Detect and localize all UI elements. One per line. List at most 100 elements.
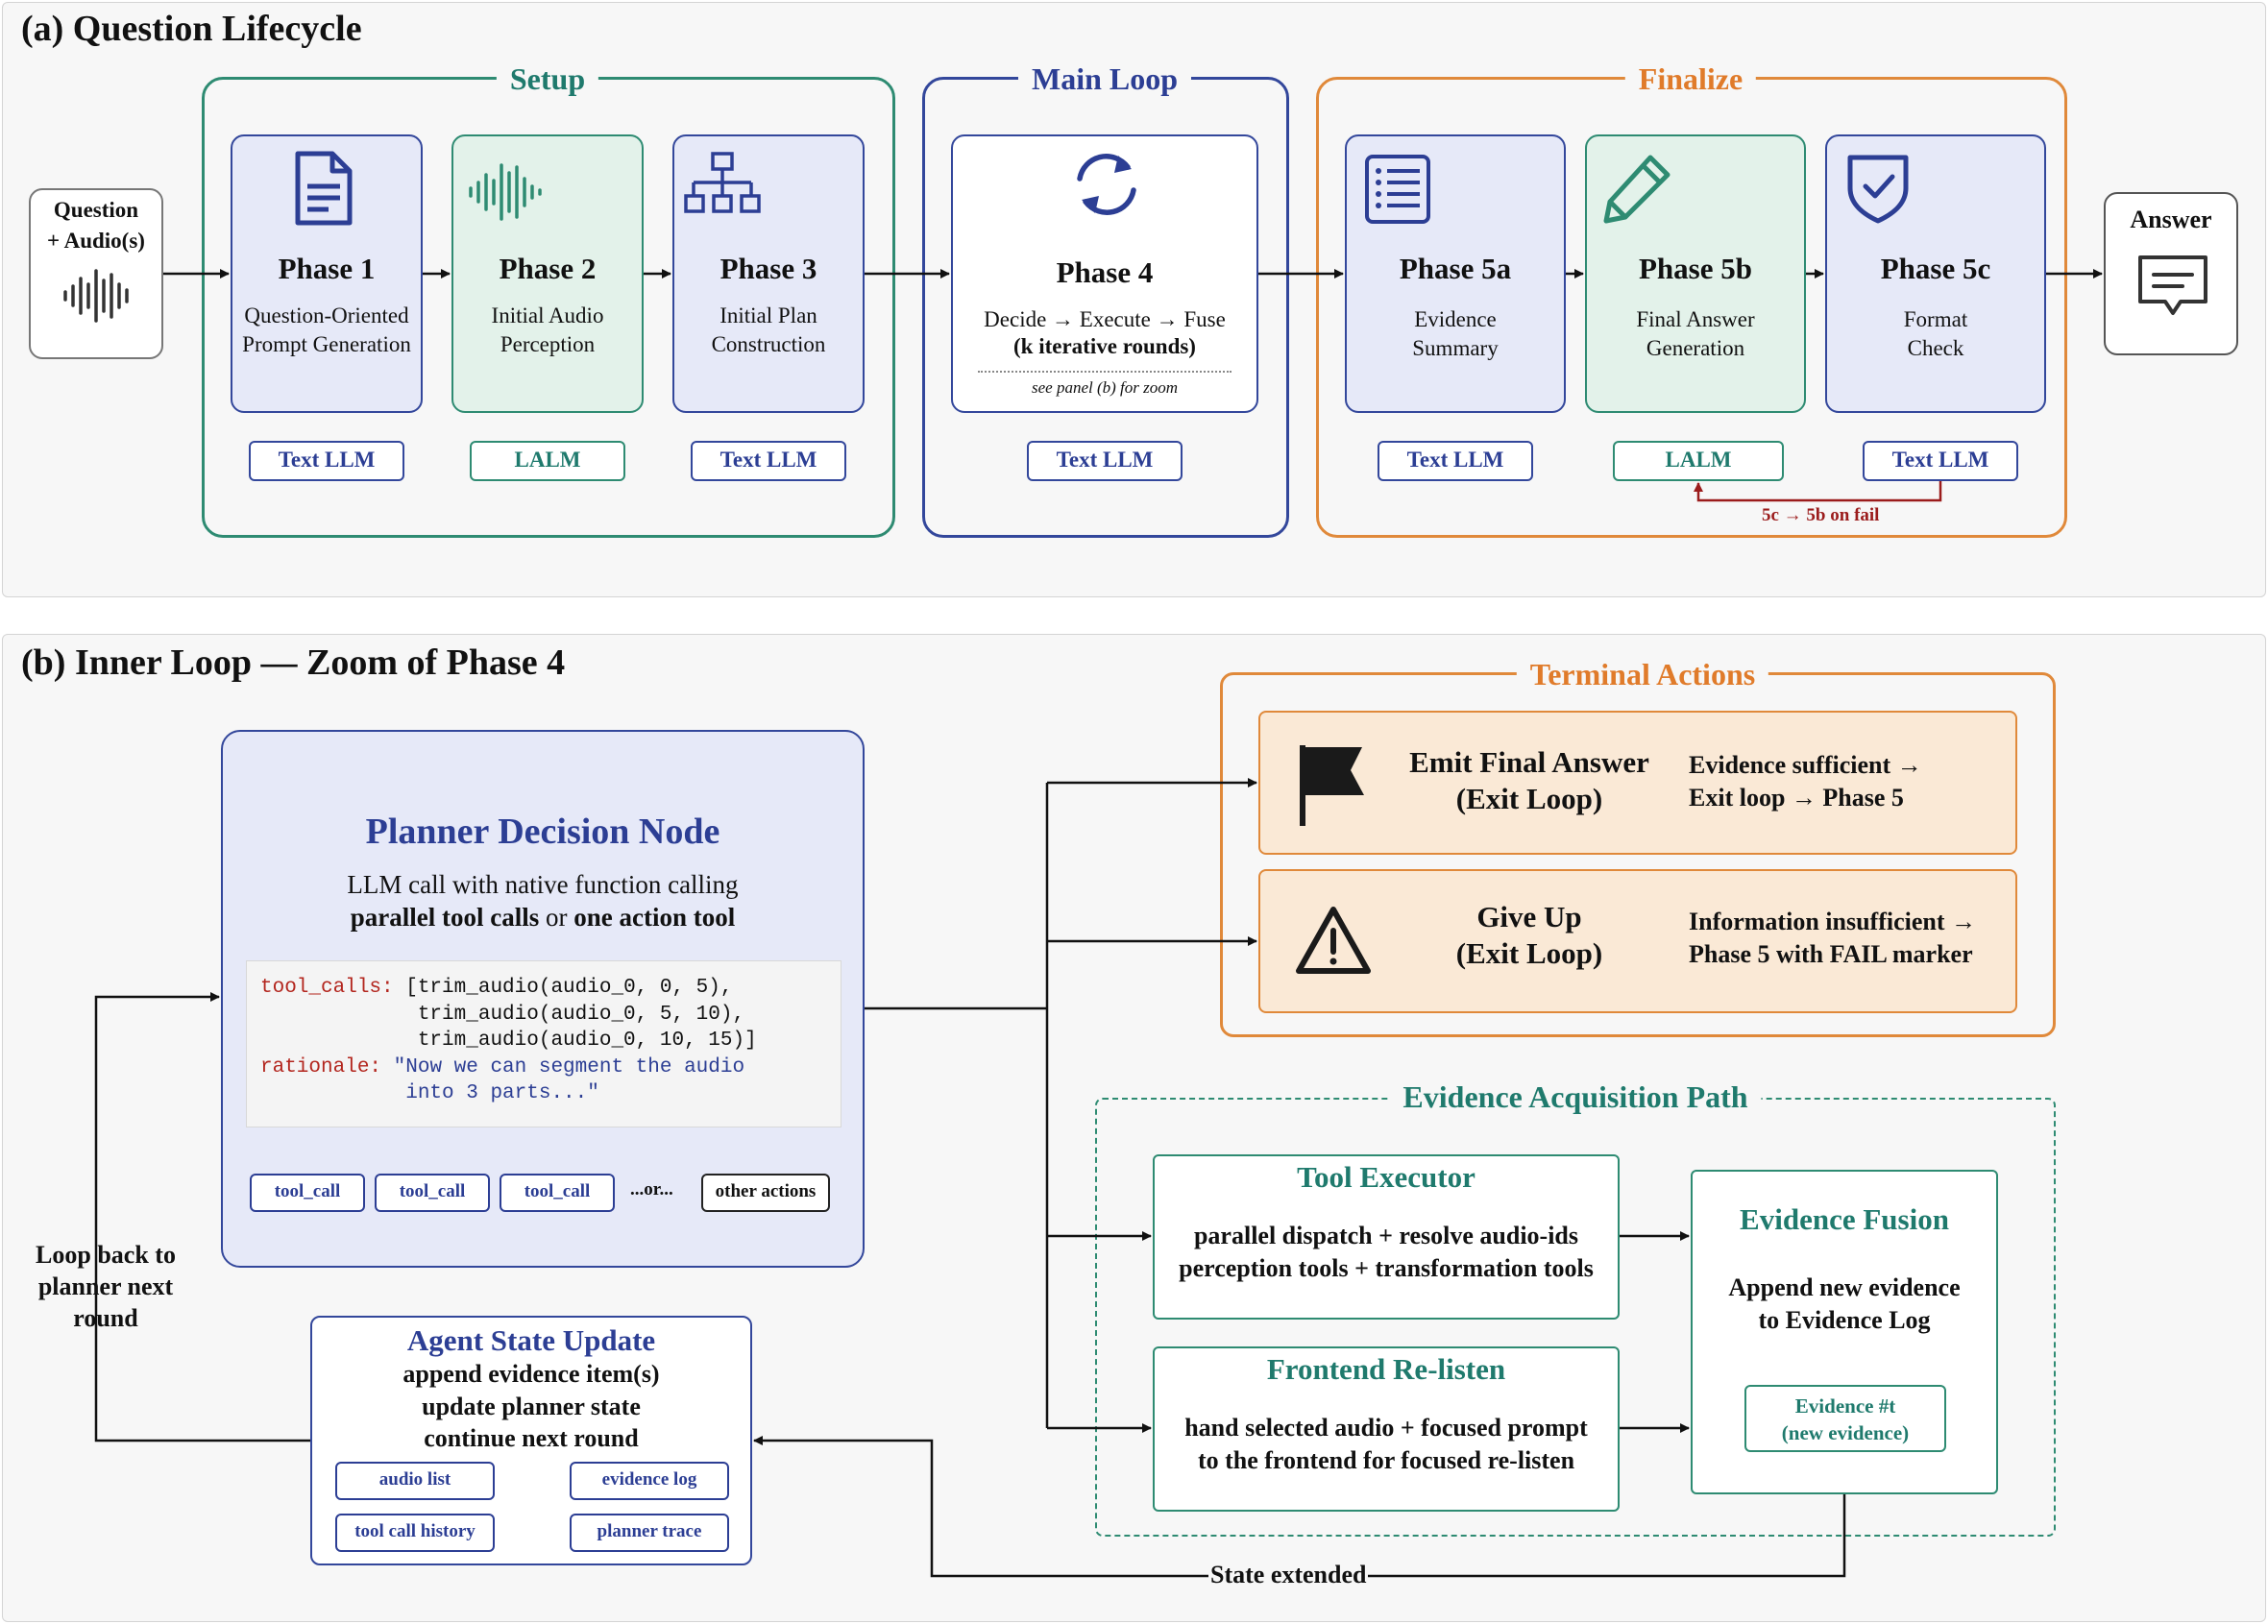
give-up-desc-line2: Phase 5 with FAIL marker: [1689, 940, 1973, 968]
frontend-relisten-line2: to the frontend for focused re-listen: [1197, 1446, 1575, 1474]
code-string-1: "Now we can segment the audio: [381, 1055, 745, 1079]
tool-executor-line2: perception tools + transformation tools: [1179, 1254, 1594, 1282]
arrow-fail-loop: [1694, 481, 1942, 502]
tool-call-button-2: tool_call: [375, 1174, 490, 1212]
code-block: tool_calls: [trim_audio(audio_0, 0, 5), …: [246, 960, 841, 1127]
state-extended-label: State extended: [1208, 1561, 1369, 1589]
planner-title: Planner Decision Node: [365, 812, 720, 852]
phase-5b-desc2: Generation: [1646, 336, 1745, 360]
checklist-icon: [1365, 155, 1430, 224]
tool-call-button-1: tool_call: [250, 1174, 365, 1212]
phase-5a-card: Phase 5a Evidence Summary: [1345, 134, 1566, 413]
phase-5a-name: Phase 5a: [1399, 252, 1512, 285]
phase-2-desc2: Perception: [500, 332, 596, 356]
give-up-action: Give Up (Exit Loop) Information insuffic…: [1258, 869, 2017, 1013]
state-update-title: Agent State Update: [406, 1323, 656, 1357]
state-update-line2: update planner state: [422, 1393, 641, 1420]
planner-line1: LLM call with native function calling: [347, 870, 739, 899]
phase-5c-desc2: Check: [1907, 336, 1964, 360]
setup-group-title: Setup: [496, 61, 599, 97]
phase-1-model-tag: Text LLM: [249, 441, 404, 481]
audio-waveform-icon: [469, 163, 542, 221]
fail-loop-label: 5c → 5b on fail: [1762, 505, 1880, 525]
or-ellipsis: ...or...: [630, 1179, 673, 1200]
phase-3-model-tag: Text LLM: [691, 441, 846, 481]
planner-line2: parallel tool calls or one action tool: [223, 903, 863, 933]
phase-5b-model-tag: LALM: [1613, 441, 1784, 481]
frontend-relisten-title: Frontend Re-listen: [1266, 1352, 1506, 1386]
loop-back-line2: planner next: [37, 1273, 174, 1300]
phase-3-desc1: Initial Plan: [719, 303, 817, 327]
phase-4-name: Phase 4: [1056, 255, 1154, 289]
arrow-loop-back: [94, 992, 310, 1442]
give-up-label-line2: (Exit Loop): [1455, 936, 1603, 970]
tool-call-history-tag: tool call history: [335, 1514, 495, 1552]
flag-icon: [1300, 745, 1364, 826]
warning-icon: [1296, 907, 1371, 974]
question-label: Question: [53, 198, 139, 222]
tool-executor-line1: parallel dispatch + resolve audio-ids: [1193, 1222, 1579, 1249]
phase-2-model-tag: LALM: [470, 441, 625, 481]
chat-message-icon: [2138, 255, 2207, 315]
code-string-2: into 3 parts...": [260, 1082, 599, 1104]
main-loop-group-title: Main Loop: [1017, 61, 1192, 97]
planner-line2-mid: or: [539, 903, 574, 932]
phase-3-desc2: Construction: [711, 332, 826, 356]
other-actions-button: other actions: [701, 1174, 830, 1212]
loop-back-line3: round: [73, 1304, 138, 1332]
evidence-acquisition-title: Evidence Acquisition Path: [1389, 1079, 1762, 1115]
evidence-log-tag: evidence log: [570, 1462, 729, 1500]
hierarchy-icon: [684, 152, 761, 213]
planner-line2-bold2: one action tool: [573, 903, 736, 932]
new-evidence-tag-line1: Evidence #t: [1794, 1394, 1896, 1418]
code-line-3: trim_audio(audio_0, 10, 15)]: [260, 1030, 757, 1052]
document-icon: [295, 151, 353, 226]
phase-2-name: Phase 2: [499, 252, 597, 285]
phase-5b-card: Phase 5b Final Answer Generation: [1585, 134, 1806, 413]
phase-5c-model-tag: Text LLM: [1863, 441, 2018, 481]
refresh-icon: [1077, 154, 1136, 215]
answer-label: Answer: [2130, 206, 2212, 233]
phase-3-card: Phase 3 Initial Plan Construction: [672, 134, 865, 413]
emit-desc-line1: Evidence sufficient →: [1689, 751, 1922, 779]
loop-back-line1: Loop back to: [36, 1241, 176, 1269]
phase-4-desc1: Decide → Execute → Fuse: [984, 307, 1226, 331]
pencil-icon: [1603, 155, 1671, 224]
phase-2-desc1: Initial Audio: [491, 303, 604, 327]
planner-trace-tag: planner trace: [570, 1514, 729, 1552]
phase-4-desc2: (k iterative rounds): [1013, 334, 1196, 358]
phase-1-card: Phase 1 Question-Oriented Prompt Generat…: [231, 134, 423, 413]
frontend-relisten-line1: hand selected audio + focused prompt: [1184, 1414, 1588, 1442]
evidence-fusion-line2: to Evidence Log: [1758, 1306, 1931, 1334]
state-update-line3: continue next round: [424, 1424, 639, 1452]
shield-check-icon: [1847, 155, 1909, 224]
audio-list-tag: audio list: [335, 1462, 495, 1500]
code-line-1: [trim_audio(audio_0, 0, 5),: [393, 977, 733, 999]
emit-label-line1: Emit Final Answer: [1409, 745, 1649, 779]
give-up-desc-line1: Information insufficient →: [1689, 908, 1976, 935]
evidence-fusion-title: Evidence Fusion: [1740, 1202, 1949, 1236]
phase-5b-desc1: Final Answer: [1636, 307, 1755, 331]
finalize-group-title: Finalize: [1624, 61, 1757, 97]
new-evidence-tag: Evidence #t (new evidence): [1744, 1385, 1946, 1452]
phase-1-name: Phase 1: [278, 252, 376, 285]
planner-decision-node: Planner Decision Node LLM call with nati…: [221, 730, 865, 1268]
audio-label: + Audio(s): [47, 229, 145, 253]
phase-2-card: Phase 2 Initial Audio Perception: [451, 134, 644, 413]
question-input-box: Question + Audio(s): [29, 188, 163, 359]
loop-back-label: Loop back to planner next round: [19, 1239, 192, 1334]
emit-desc-line2: Exit loop → Phase 5: [1689, 784, 1904, 812]
frontend-relisten-box: Frontend Re-listen hand selected audio +…: [1153, 1346, 1620, 1512]
arrow-fusion-to-state-update: [753, 1436, 1846, 1578]
phase-3-name: Phase 3: [719, 252, 817, 285]
panel-a-title: (a) Question Lifecycle: [21, 9, 362, 49]
tool-call-button-3: tool_call: [500, 1174, 615, 1212]
emit-label-line2: (Exit Loop): [1455, 782, 1603, 815]
planner-line2-bold1: parallel tool calls: [350, 903, 540, 932]
phase-4-model-tag: Text LLM: [1027, 441, 1183, 481]
phase-4-divider: [978, 371, 1232, 373]
agent-state-update-box: Agent State Update append evidence item(…: [310, 1316, 752, 1565]
phase-5c-desc1: Format: [1903, 307, 1968, 331]
